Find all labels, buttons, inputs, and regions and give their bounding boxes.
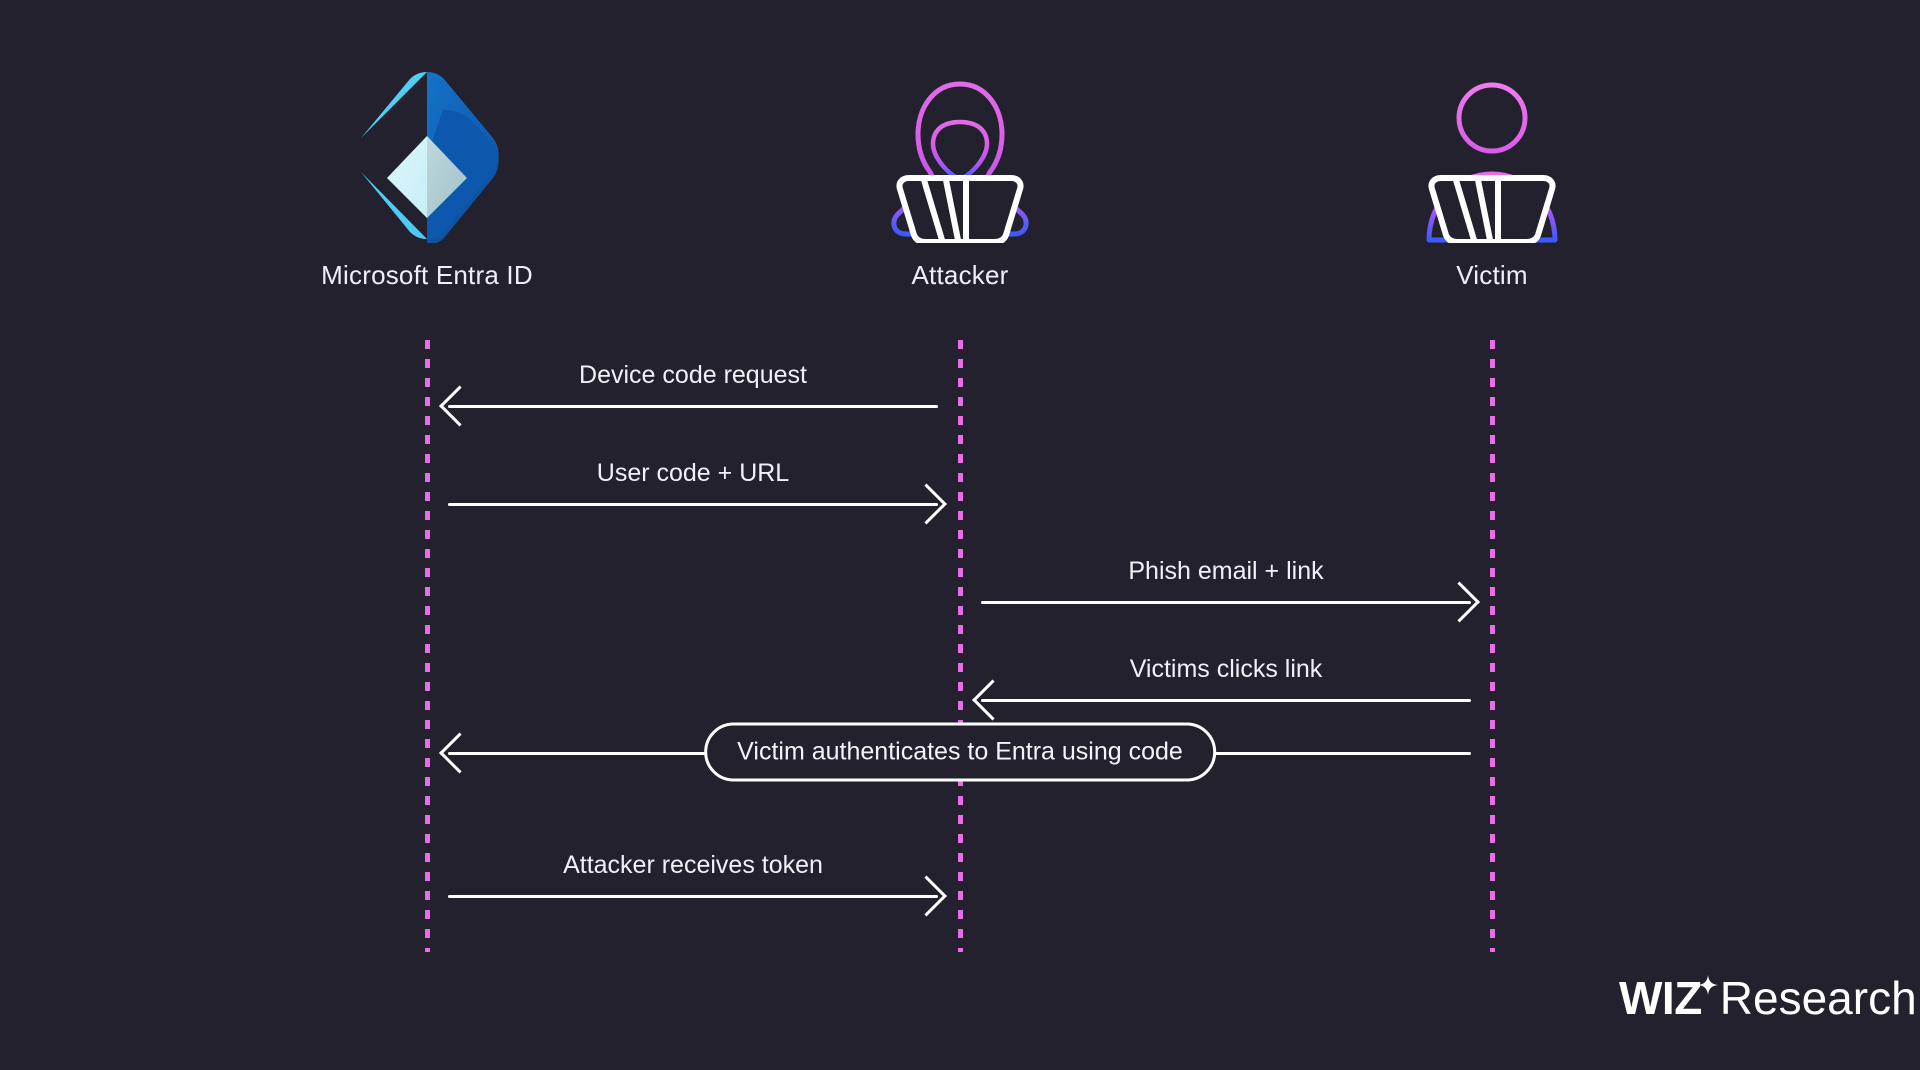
message-device-code-request: Device code request	[438, 360, 938, 430]
arrowhead-right-icon	[905, 875, 948, 917]
message-phish-email-link: Phish email + link	[981, 556, 1481, 626]
microsoft-entra-id-logo	[267, 60, 587, 250]
message-attacker-receives-token: Attacker receives token	[448, 850, 948, 920]
message-label: Phish email + link	[1128, 557, 1324, 585]
message-line	[448, 405, 938, 408]
message-label: User code + URL	[596, 459, 790, 487]
wiz-research-logo: WIZ Research	[1619, 975, 1917, 1021]
lifeline-entra	[425, 340, 430, 952]
message-line	[448, 503, 938, 506]
message-label: Victims clicks link	[1129, 655, 1323, 683]
sparkle-star-icon	[1697, 975, 1718, 995]
actor-label-victim: Victim	[1456, 260, 1528, 290]
brand-wiz-text: WIZ	[1619, 972, 1702, 1024]
arrowhead-left-icon	[438, 732, 481, 774]
arrowhead-right-icon	[1438, 581, 1481, 623]
actor-label-entra: Microsoft Entra ID	[321, 260, 533, 290]
actor-entra: Microsoft Entra ID	[267, 60, 587, 291]
message-victim-clicks-link: Victims clicks link	[971, 654, 1471, 724]
actor-label-attacker: Attacker	[911, 260, 1009, 290]
victim-person-icon	[1332, 60, 1652, 250]
message-label: Attacker receives token	[563, 851, 823, 879]
message-label: Device code request	[579, 361, 807, 389]
message-user-code-url: User code + URL	[448, 458, 948, 528]
note-victim-authenticates: Victim authenticates to Entra using code	[704, 722, 1216, 782]
arrowhead-left-icon	[438, 385, 481, 427]
brand-research-text: Research	[1719, 972, 1917, 1024]
actor-victim: Victim	[1332, 60, 1652, 291]
hooded-attacker-icon	[800, 60, 1120, 250]
note-label: Victim authenticates to Entra using code	[737, 737, 1183, 766]
lifeline-victim	[1490, 340, 1495, 952]
message-line	[981, 601, 1471, 604]
actor-attacker: Attacker	[800, 60, 1120, 291]
message-line	[981, 699, 1471, 702]
message-line	[448, 895, 938, 898]
lifeline-attacker	[958, 340, 963, 952]
arrowhead-right-icon	[905, 483, 948, 525]
